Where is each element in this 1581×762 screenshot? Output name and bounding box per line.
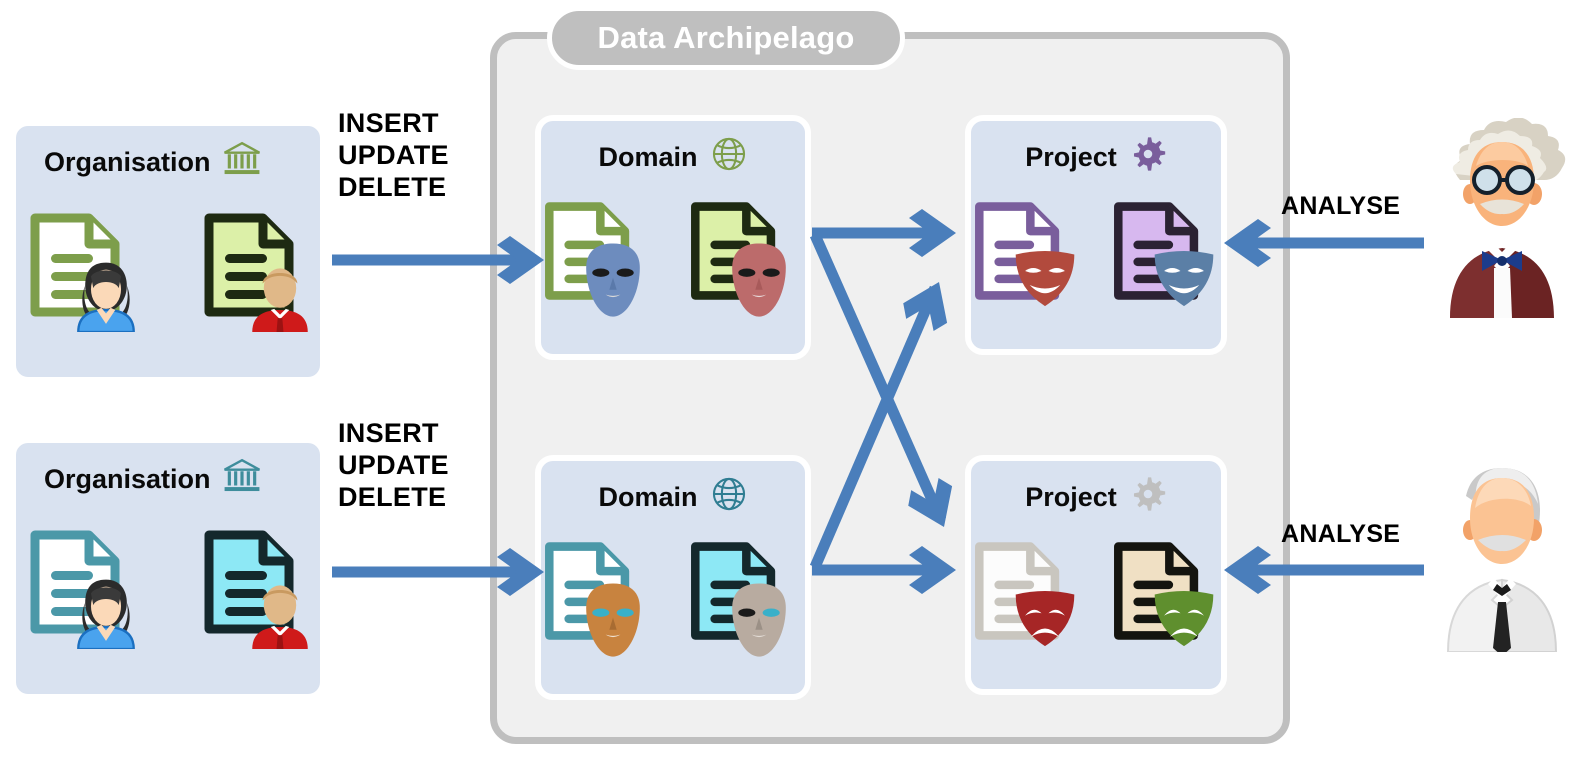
woman-user-icon	[77, 579, 135, 649]
document-with-comedy-mask-blue	[1110, 199, 1221, 317]
orange-mask-icon	[586, 583, 640, 657]
operation-line-update-1: UPDATE	[338, 139, 449, 170]
organisation-items-2	[16, 527, 320, 649]
domain-label-2: Domain	[598, 482, 698, 512]
organisation-label-1: Organisation	[44, 147, 211, 177]
domain-title-1: Domain	[541, 135, 805, 180]
organisation-items-1	[16, 210, 320, 332]
document-with-orange-mask	[541, 539, 659, 657]
document-with-blue-mask	[541, 199, 659, 317]
organisation-title-2: Organisation	[16, 457, 320, 502]
project-card-1[interactable]: Project	[965, 115, 1227, 355]
organisation-label-2: Organisation	[44, 464, 211, 494]
document-with-tragedy-mask-red	[971, 539, 1082, 657]
document-with-tragedy-mask-green	[1110, 539, 1221, 657]
doctor-scientist-icon	[1432, 452, 1572, 657]
man-user-icon	[252, 268, 308, 332]
project-label-1: Project	[1025, 142, 1117, 172]
operation-line-insert-1: INSERT	[338, 108, 439, 138]
tragedy-mask-green-icon	[1154, 591, 1214, 647]
project-label-2: Project	[1025, 482, 1117, 512]
document-with-woman-2	[27, 527, 145, 649]
analyse-label-2: ANALYSE	[1281, 520, 1401, 548]
project-items-2	[971, 539, 1221, 657]
gear-icon	[1129, 135, 1167, 180]
document-with-comedy-mask-red	[971, 199, 1082, 317]
document-with-woman-1	[27, 210, 145, 332]
operation-line-delete-2: DELETE	[338, 481, 447, 512]
data-archipelago-label: Data Archipelago	[547, 6, 905, 70]
domain-label-1: Domain	[598, 142, 698, 172]
project-items-1	[971, 199, 1221, 317]
domain-card-1[interactable]: Domain	[535, 115, 811, 360]
red-mask-icon	[732, 243, 786, 317]
domain-card-2[interactable]: Domain	[535, 455, 811, 700]
bank-icon	[223, 140, 261, 185]
gear-icon	[1129, 475, 1167, 520]
comedy-mask-blue-icon	[1154, 251, 1214, 307]
blue-mask-icon	[586, 243, 640, 317]
organisation-title-1: Organisation	[16, 140, 320, 185]
organisation-card-1[interactable]: Organisation	[10, 120, 326, 383]
woman-user-icon	[77, 262, 135, 332]
bank-icon	[223, 457, 261, 502]
project-card-2[interactable]: Project	[965, 455, 1227, 695]
document-with-grey-mask	[687, 539, 805, 657]
organisation-card-2[interactable]: Organisation	[10, 437, 326, 700]
tragedy-mask-red-icon	[1015, 591, 1075, 647]
document-with-red-mask	[687, 199, 805, 317]
grey-mask-icon	[732, 583, 786, 657]
man-user-icon	[252, 585, 308, 649]
project-title-2: Project	[971, 475, 1221, 520]
document-with-man-1	[201, 210, 319, 332]
analyse-label-1: ANALYSE	[1281, 192, 1401, 220]
globe-icon	[710, 135, 748, 180]
domain-items-1	[541, 199, 805, 317]
operations-label-1: INSERT UPDATE DELETE	[338, 108, 449, 204]
operation-line-insert-2: INSERT	[338, 418, 439, 448]
globe-icon	[710, 475, 748, 520]
document-with-man-2	[201, 527, 319, 649]
einstein-scientist-icon	[1432, 117, 1572, 323]
operations-label-2: INSERT UPDATE DELETE	[338, 418, 449, 514]
operation-line-delete-1: DELETE	[338, 171, 447, 202]
operation-line-update-2: UPDATE	[338, 449, 449, 480]
domain-title-2: Domain	[541, 475, 805, 520]
comedy-mask-red-icon	[1015, 251, 1075, 307]
domain-items-2	[541, 539, 805, 657]
project-title-1: Project	[971, 135, 1221, 180]
